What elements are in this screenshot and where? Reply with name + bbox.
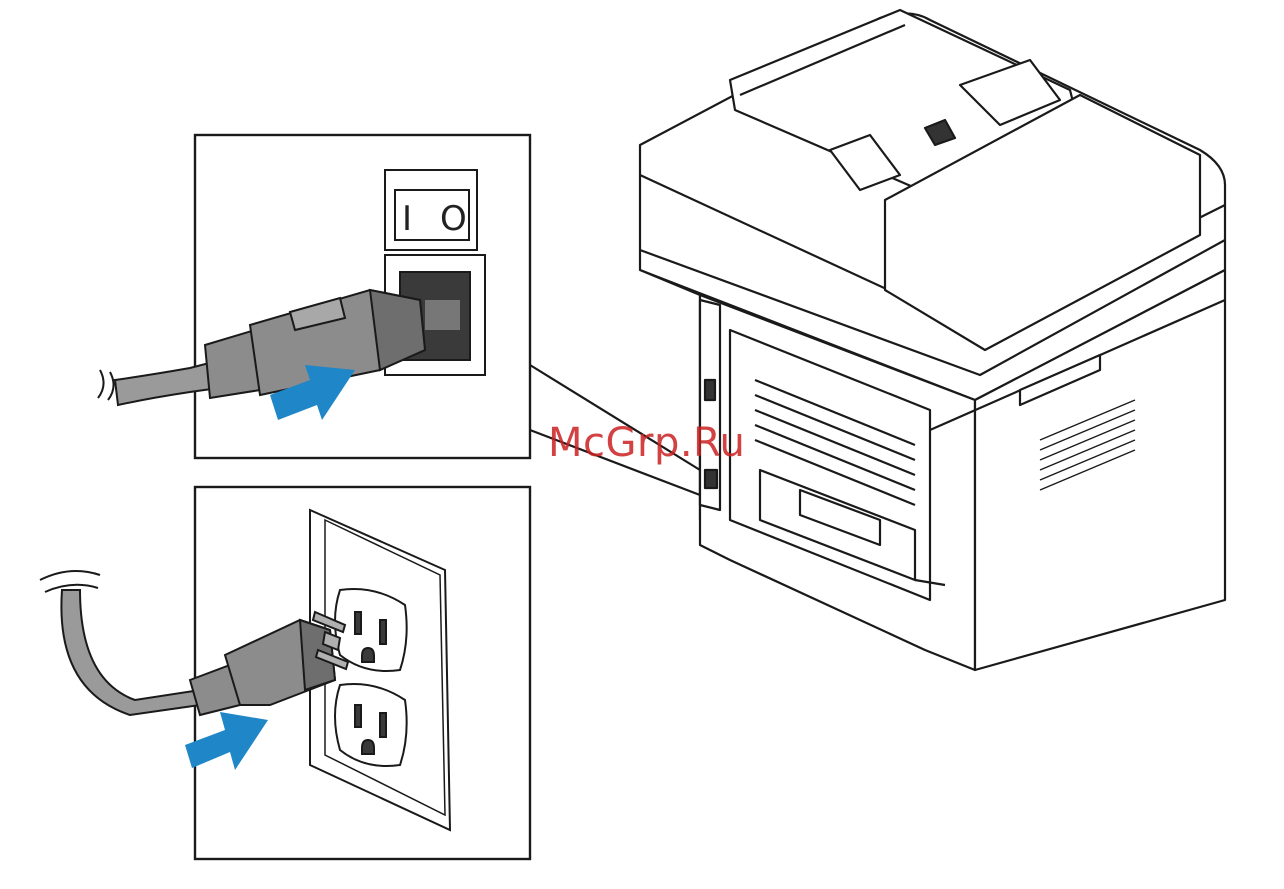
- power-switch: I O: [384, 169, 478, 251]
- inset-wall-outlet: [39, 485, 532, 861]
- outlet-receptacle-bottom: [334, 683, 408, 767]
- switch-on-label: I: [402, 199, 412, 239]
- watermark: McGrp.Ru: [548, 420, 746, 466]
- inset-printer-socket: I O: [97, 133, 532, 460]
- callout-leader: [529, 364, 701, 497]
- power-cord-connector: [97, 288, 427, 407]
- printer-illustration: [638, 8, 1227, 672]
- outlet-receptacle-top: [334, 588, 408, 672]
- push-arrow-icon: [185, 712, 268, 770]
- push-arrow-icon: [270, 365, 355, 420]
- power-cord-plug: [39, 570, 350, 717]
- switch-off-label: O: [440, 199, 467, 239]
